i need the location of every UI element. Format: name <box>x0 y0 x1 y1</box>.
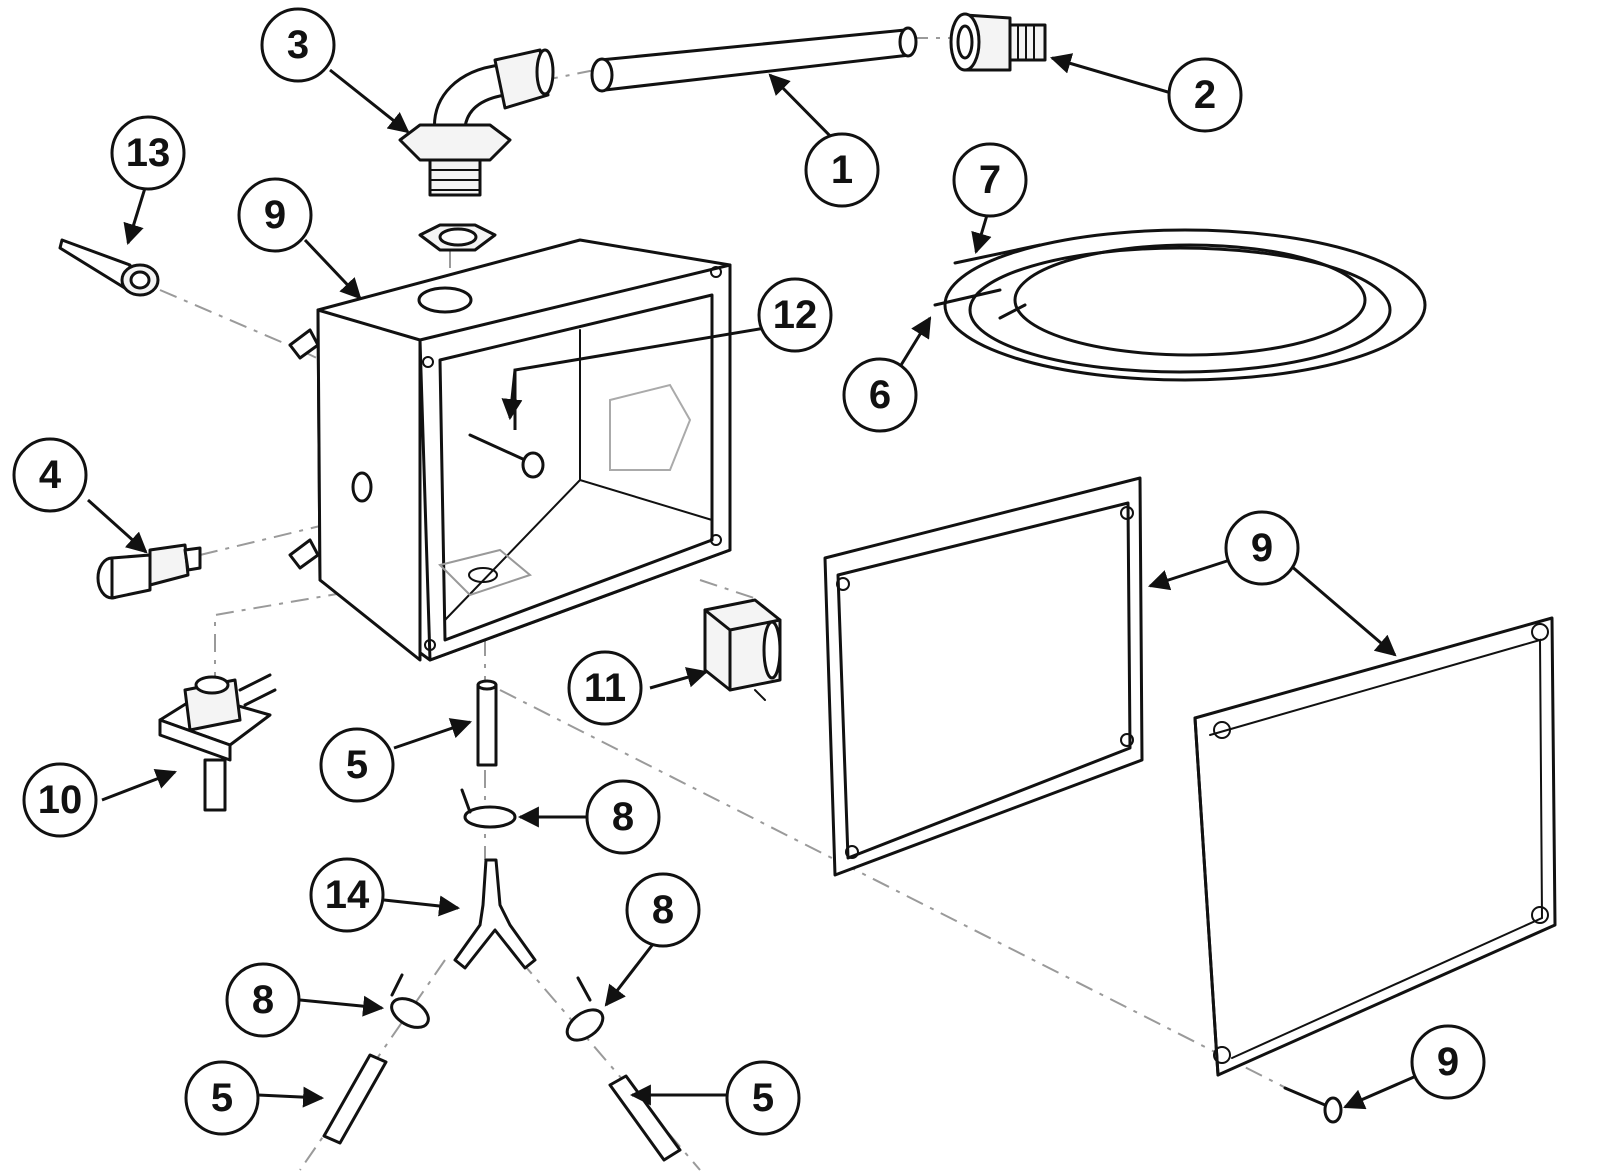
callout-5-left-label: 5 <box>211 1076 233 1120</box>
callout-5-top: 5 <box>319 727 395 803</box>
callout-10-label: 10 <box>38 778 83 822</box>
callout-14: 14 <box>309 857 385 933</box>
part-coiled-wire <box>933 228 1427 382</box>
part-fitting <box>949 12 1047 72</box>
callout-4-label: 4 <box>39 453 62 497</box>
callout-8-top-label: 8 <box>612 795 634 839</box>
callout-6-label: 6 <box>869 373 891 417</box>
callout-11: 11 <box>567 650 643 726</box>
part-probe <box>58 238 160 297</box>
leader-lines <box>86 53 1431 1110</box>
part-valve <box>158 673 277 812</box>
callout-8-left: 8 <box>225 962 301 1038</box>
part-elbow-fitting <box>398 48 555 252</box>
callout-5-top-label: 5 <box>346 743 368 787</box>
callout-7: 7 <box>952 142 1028 218</box>
callout-4: 4 <box>12 437 88 513</box>
callout-8-right-label: 8 <box>652 888 674 932</box>
part-tube-short-left <box>322 1053 388 1145</box>
callout-13-label: 13 <box>126 131 171 175</box>
callout-5-left: 5 <box>184 1060 260 1136</box>
callout-1-label: 1 <box>831 148 853 192</box>
part-tube-short-right <box>608 1074 682 1162</box>
callout-7-label: 7 <box>979 158 1001 202</box>
part-tube-short-top <box>476 679 498 767</box>
part-cover-screw <box>1283 1086 1343 1124</box>
part-clamp-right <box>565 976 605 1042</box>
callout-9-screw-label: 9 <box>1437 1040 1459 1084</box>
callout-2-label: 2 <box>1194 73 1216 117</box>
callout-8-left-label: 8 <box>252 978 274 1022</box>
part-enclosure-box <box>288 238 732 662</box>
callout-9-box-label: 9 <box>264 193 286 237</box>
callout-8-right: 8 <box>625 872 701 948</box>
callout-9-panels: 9 <box>1224 510 1300 586</box>
callout-12: 12 <box>757 277 833 353</box>
callout-2: 2 <box>1167 57 1243 133</box>
callout-13: 13 <box>110 115 186 191</box>
callout-14-label: 14 <box>325 873 370 917</box>
callout-9-screw: 9 <box>1410 1024 1486 1100</box>
part-screw-inner <box>468 433 545 479</box>
callout-11-label: 11 <box>584 666 626 710</box>
part-gasket <box>823 476 1144 877</box>
part-cover-plate <box>1193 616 1557 1077</box>
part-tube <box>590 26 918 93</box>
part-clamp-left <box>390 973 430 1029</box>
callout-10: 10 <box>22 762 98 838</box>
part-clamp-top <box>460 788 517 829</box>
callout-9-box: 9 <box>237 177 313 253</box>
callout-3: 3 <box>260 7 336 83</box>
callout-5-right: 5 <box>725 1060 801 1136</box>
callout-6: 6 <box>842 357 918 433</box>
callout-8-top: 8 <box>585 779 661 855</box>
part-y-connector <box>453 858 537 970</box>
callout-1: 1 <box>804 132 880 208</box>
callout-9-panels-label: 9 <box>1251 526 1273 570</box>
callout-3-label: 3 <box>287 23 309 67</box>
part-plug <box>96 543 202 600</box>
callout-12-label: 12 <box>773 293 818 337</box>
callout-5-right-label: 5 <box>752 1076 774 1120</box>
part-relay <box>703 598 782 701</box>
